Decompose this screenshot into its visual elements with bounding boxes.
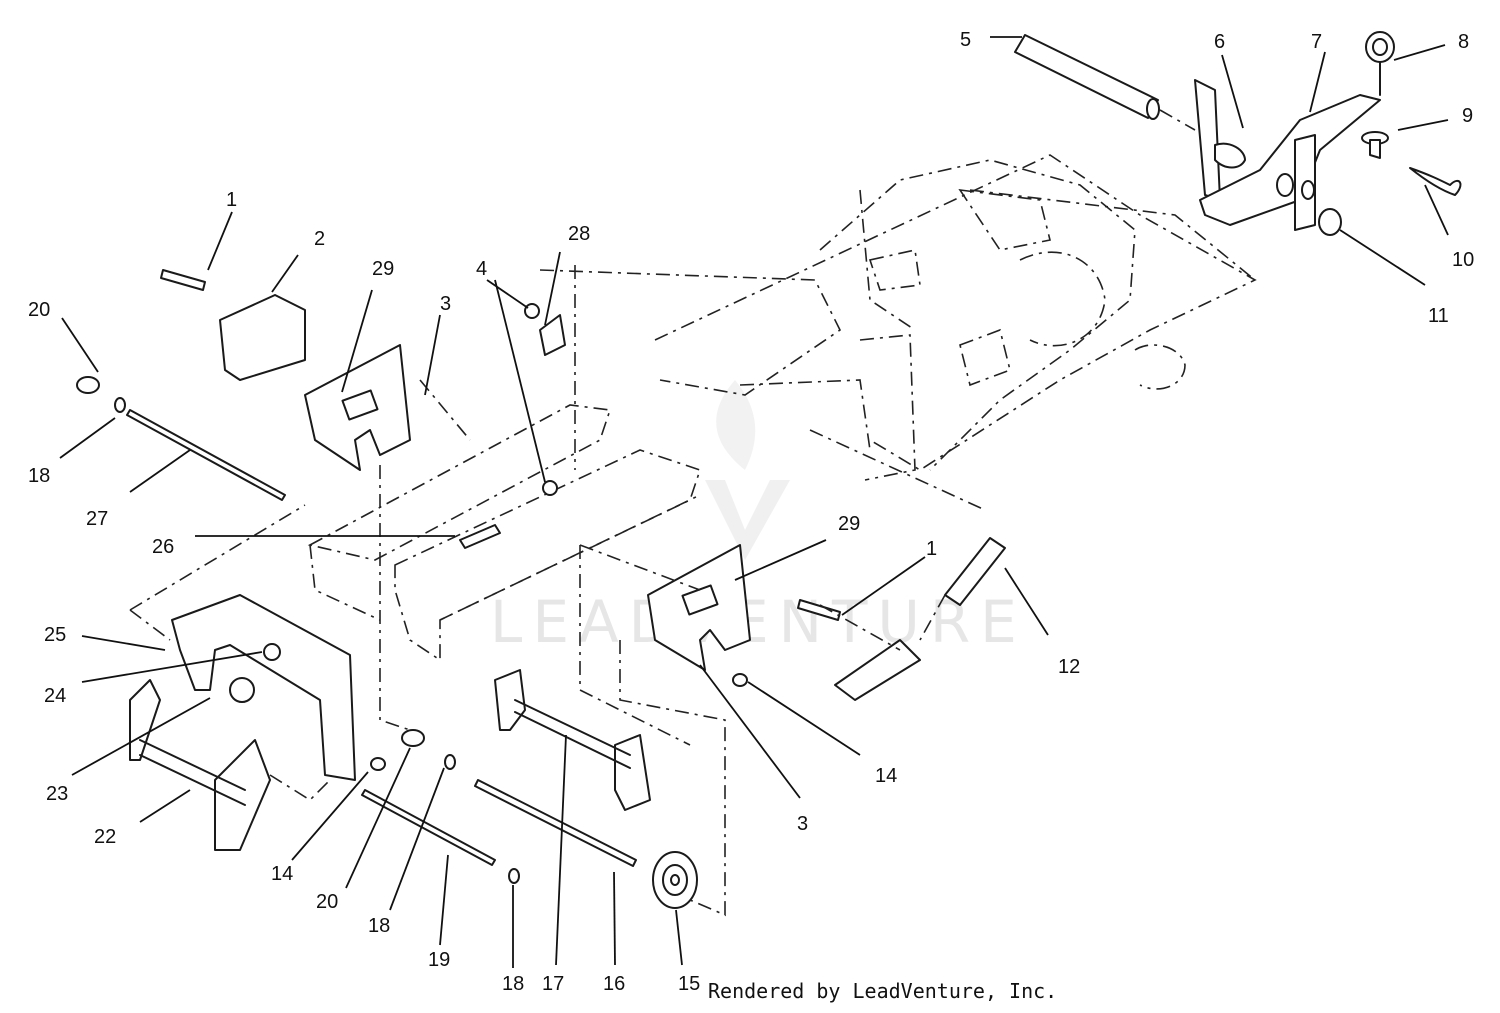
callout-14-left: 14 <box>271 863 293 885</box>
part-24-nut <box>263 643 281 661</box>
part-11-ring <box>1318 208 1342 236</box>
part-15-wheel <box>652 851 698 909</box>
callout-6: 6 <box>1214 31 1225 53</box>
part-18-clip-upper <box>114 397 126 413</box>
callout-25: 25 <box>44 624 66 646</box>
callout-labels: 1 2 3 4 28 29 20 18 27 26 25 24 23 22 14… <box>28 29 1474 995</box>
part-1-bolt-upper <box>160 269 206 291</box>
callout-18-mid: 18 <box>368 915 390 937</box>
callout-22: 22 <box>94 826 116 848</box>
callout-18-lower: 18 <box>502 973 524 995</box>
callout-29-upper: 29 <box>372 258 394 280</box>
part-18-clip-low <box>508 868 520 884</box>
credit-text: Rendered by LeadVenture, Inc. <box>708 979 1057 1003</box>
part-20-spacer-lower <box>401 729 425 747</box>
callout-28: 28 <box>568 223 590 245</box>
watermark-text: LEADVENTURE <box>490 588 1027 656</box>
callout-9: 9 <box>1462 105 1473 127</box>
part-19-rod <box>361 789 496 866</box>
part-4-nut-upper <box>524 303 540 319</box>
callout-3-lower: 3 <box>797 813 808 835</box>
part-27-rod <box>126 409 286 501</box>
callout-4: 4 <box>476 258 487 280</box>
part-12-bent-rod <box>834 537 1006 701</box>
watermark-logo <box>705 380 790 560</box>
part-17-lift-link <box>494 669 651 811</box>
part-20-spacer-upper <box>76 376 100 394</box>
alignment-lines <box>129 109 1196 917</box>
callout-1-lower: 1 <box>926 538 937 560</box>
part-28-clip <box>539 314 566 356</box>
callout-14-right: 14 <box>875 765 897 787</box>
part-4-nut-lower <box>542 480 558 496</box>
callout-3-upper: 3 <box>440 293 451 315</box>
callout-17: 17 <box>542 973 564 995</box>
part-7-hitch-bracket <box>1194 79 1381 231</box>
part-18-clip-mid <box>444 754 456 770</box>
callout-16: 16 <box>603 973 625 995</box>
callout-1-upper: 1 <box>226 189 237 211</box>
callout-20-lower: 20 <box>316 891 338 913</box>
callout-11: 11 <box>1428 305 1449 327</box>
part-26-bolt <box>459 524 501 549</box>
part-14-bushing-right <box>732 673 748 687</box>
part-10-hairpin <box>1409 167 1462 196</box>
transaxle-assembly <box>539 154 1257 511</box>
callout-10: 10 <box>1452 249 1474 271</box>
callout-20-upper: 20 <box>28 299 50 321</box>
part-25-pivot-bracket <box>171 594 356 781</box>
callout-15: 15 <box>678 973 700 995</box>
part-5-pin <box>1014 34 1160 120</box>
callout-23: 23 <box>46 783 68 805</box>
callout-8: 8 <box>1458 31 1469 53</box>
callout-26: 26 <box>152 536 174 558</box>
callout-19: 19 <box>428 949 450 971</box>
frame-rails <box>307 265 702 662</box>
callout-12: 12 <box>1058 656 1080 678</box>
callout-24: 24 <box>44 685 66 707</box>
part-22-lift-arm <box>129 679 271 851</box>
part-14-bushing-left <box>370 757 386 771</box>
part-8-eye-bolt <box>1365 31 1395 96</box>
part-16-rod <box>474 779 637 867</box>
part-2-bracket <box>219 294 306 381</box>
part-9-washer <box>1361 131 1389 159</box>
callout-7: 7 <box>1311 31 1322 53</box>
part-29-plate-upper <box>304 344 411 471</box>
callout-2: 2 <box>314 228 325 250</box>
callout-27: 27 <box>86 508 108 530</box>
callout-5: 5 <box>960 29 971 51</box>
part-23-spacer <box>229 677 255 703</box>
callout-29-lower: 29 <box>838 513 860 535</box>
leader-lines <box>59 36 1449 968</box>
callout-18-upper: 18 <box>28 465 50 487</box>
